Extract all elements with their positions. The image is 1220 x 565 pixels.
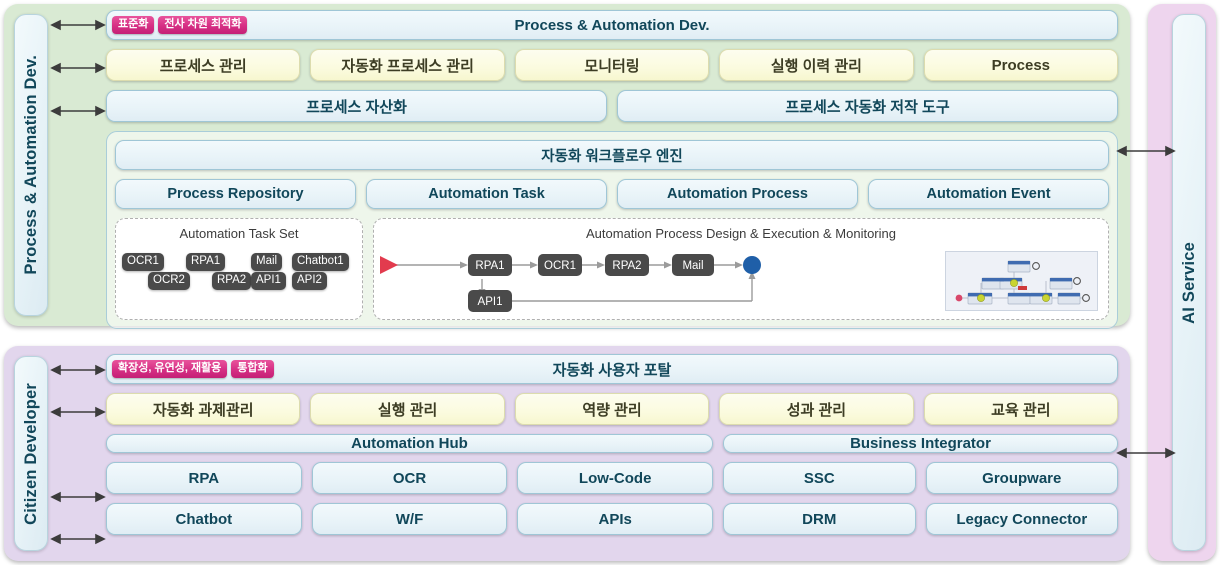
hub-apis[interactable]: APIs <box>517 503 714 535</box>
side-label-process-automation-dev: Process & Automation Dev. <box>14 14 48 316</box>
func-automation-process-mgmt[interactable]: 자동화 프로세스 관리 <box>310 49 505 81</box>
automation-hub-group: Automation Hub RPA OCR Low-Code Chatbot … <box>106 434 714 535</box>
top-tag-group: 표준화 전사 차원 최적화 <box>112 16 248 34</box>
task-set-title: Automation Task Set <box>179 226 299 241</box>
function-row: 프로세스 관리 자동화 프로세스 관리 모니터링 실행 이력 관리 Proces… <box>106 49 1119 81</box>
task-chip-chatbot1[interactable]: Chatbot1 <box>292 253 349 271</box>
engine-title-row: 자동화 워크플로우 엔진 <box>115 140 1109 170</box>
flow-node-rpa1-label: RPA1 <box>475 260 504 272</box>
end-circle-icon <box>743 256 761 274</box>
engine-automation-process[interactable]: Automation Process <box>617 179 858 209</box>
hub-row-2: Chatbot W/F APIs <box>106 503 714 535</box>
integrator-row-2: DRM Legacy Connector <box>723 503 1118 535</box>
side-label-top-text: Process & Automation Dev. <box>21 55 40 275</box>
func-monitoring[interactable]: 모니터링 <box>514 49 710 81</box>
hub-ocr[interactable]: OCR <box>311 462 508 494</box>
engine-automation-task[interactable]: Automation Task <box>366 179 607 209</box>
tag-scalability-flexibility-reuse: 확장성, 유연성, 재활용 <box>112 360 228 378</box>
task-chip-api2[interactable]: API2 <box>292 272 327 290</box>
bottom-tag-group: 확장성, 유연성, 재활용 통합화 <box>112 360 274 378</box>
flow-node-api1-label: API1 <box>478 296 503 308</box>
task-chip-mail[interactable]: Mail <box>251 253 283 271</box>
hub-rpa[interactable]: RPA <box>106 462 302 494</box>
side-label-citizen-developer: Citizen Developer <box>14 356 48 551</box>
process-design-title: Automation Process Design & Execution & … <box>586 226 896 241</box>
business-integrator-group: Business Integrator SSC Groupware DRM Le… <box>723 434 1118 535</box>
integrator-groupware[interactable]: Groupware <box>925 462 1118 494</box>
top-content: 표준화 전사 차원 최적화 Process & Automation Dev. … <box>106 10 1119 329</box>
task-chip-ocr1[interactable]: OCR1 <box>122 253 164 271</box>
mgmt-execution[interactable]: 실행 관리 <box>310 393 505 425</box>
platform-split: Automation Hub RPA OCR Low-Code Chatbot … <box>106 434 1118 535</box>
asset-process-assetization[interactable]: 프로세스 자산화 <box>106 90 607 122</box>
engine-automation-event[interactable]: Automation Event <box>868 179 1109 209</box>
top-title-bar: 표준화 전사 차원 최적화 Process & Automation Dev. <box>106 10 1118 40</box>
process-flow-graphic: RPA1 OCR1 RPA2 Mail API1 <box>380 254 761 312</box>
integrator-row-1: SSC Groupware <box>723 462 1118 494</box>
workflow-thumbnail-graphic <box>946 252 1097 310</box>
tag-integration: 통합화 <box>231 360 274 378</box>
integrator-legacy-connector[interactable]: Legacy Connector <box>925 503 1118 535</box>
hub-row-1: RPA OCR Low-Code <box>106 462 714 494</box>
flow-node-mail-label: Mail <box>682 260 703 272</box>
management-row: 자동화 과제관리 실행 관리 역량 관리 성과 관리 교육 관리 <box>106 393 1119 425</box>
bottom-title-bar: 확장성, 유연성, 재활용 통합화 자동화 사용자 포탈 <box>106 354 1118 384</box>
hub-chatbot[interactable]: Chatbot <box>106 503 302 535</box>
process-design-panel: Automation Process Design & Execution & … <box>373 218 1109 320</box>
func-process[interactable]: Process <box>923 49 1119 81</box>
func-execution-history[interactable]: 실행 이력 관리 <box>719 49 914 81</box>
bottom-title-text: 자동화 사용자 포탈 <box>552 361 672 379</box>
hub-low-code[interactable]: Low-Code <box>517 462 714 494</box>
engine-components-row: Process Repository Automation Task Autom… <box>115 179 1109 209</box>
mgmt-education[interactable]: 교육 관리 <box>923 393 1119 425</box>
mgmt-task-management[interactable]: 자동화 과제관리 <box>106 393 301 425</box>
business-integrator-title[interactable]: Business Integrator <box>723 434 1118 453</box>
side-label-bottom-text: Citizen Developer <box>21 382 40 525</box>
func-process-mgmt[interactable]: 프로세스 관리 <box>106 49 301 81</box>
task-chip-rpa2[interactable]: RPA2 <box>212 272 252 290</box>
task-chip-rpa1[interactable]: RPA1 <box>186 253 226 271</box>
mgmt-capability[interactable]: 역량 관리 <box>514 393 710 425</box>
workflow-thumbnail <box>945 251 1098 311</box>
engine-process-repository[interactable]: Process Repository <box>115 179 356 209</box>
automation-task-set-panel: Automation Task Set OCR1 OCR2 RPA1 RPA2 … <box>115 218 363 320</box>
integrator-drm[interactable]: DRM <box>723 503 916 535</box>
side-label-ai-text: AI Service <box>1179 241 1198 324</box>
start-triangle-icon <box>380 256 398 274</box>
workflow-engine-group: 자동화 워크플로우 엔진 Process Repository Automati… <box>106 131 1118 329</box>
engine-title[interactable]: 자동화 워크플로우 엔진 <box>115 140 1109 170</box>
side-label-ai-service: AI Service <box>1172 14 1206 551</box>
top-title-text: Process & Automation Dev. <box>514 16 710 34</box>
asset-process-authoring-tool[interactable]: 프로세스 자동화 저작 도구 <box>617 90 1118 122</box>
task-chip-ocr2[interactable]: OCR2 <box>148 272 190 290</box>
task-chip-api1[interactable]: API1 <box>251 272 286 290</box>
asset-row: 프로세스 자산화 프로세스 자동화 저작 도구 <box>106 90 1118 122</box>
tag-standardization: 표준화 <box>112 16 155 34</box>
engine-detail-row: Automation Task Set OCR1 OCR2 RPA1 RPA2 … <box>115 218 1109 320</box>
integrator-ssc[interactable]: SSC <box>723 462 916 494</box>
hub-wf[interactable]: W/F <box>311 503 508 535</box>
automation-hub-title[interactable]: Automation Hub <box>106 434 713 453</box>
tag-enterprise-optimization: 전사 차원 최적화 <box>158 16 248 34</box>
mgmt-performance[interactable]: 성과 관리 <box>719 393 914 425</box>
bottom-content: 확장성, 유연성, 재활용 통합화 자동화 사용자 포탈 자동화 과제관리 실행… <box>106 354 1119 535</box>
flow-node-rpa2-label: RPA2 <box>612 260 641 272</box>
flow-node-ocr1-label: OCR1 <box>544 260 576 272</box>
